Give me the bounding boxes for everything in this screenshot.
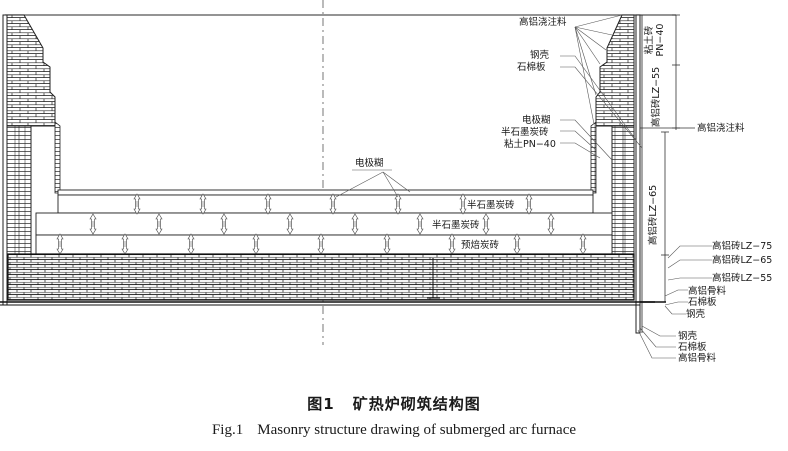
callout-semi-graphite-right: 半石墨炭砖 xyxy=(501,126,549,138)
leader-lines-upper xyxy=(560,14,643,161)
figure-title-en: Masonry structure drawing of submerged a… xyxy=(257,422,577,438)
semi-graphite-lower-layer xyxy=(35,212,613,236)
dim-lz55-label: 高铝砖LZ−55 xyxy=(650,67,662,127)
figure-caption-en: Fig.1 Masonry structure drawing of submer… xyxy=(0,422,788,439)
inner-semi-graphite-upper-label: 半石墨炭砖 xyxy=(467,199,515,211)
hearth-layers xyxy=(0,189,655,306)
callout-asbestos-top: 石棉板 xyxy=(517,61,546,73)
furnace-masonry-diagram: 粘土砖 PN−40 高铝砖LZ−55 高铝砖LZ−65 高铝浇注料 高铝浇注料 … xyxy=(0,0,772,364)
callout-lz55: 高铝砖LZ−55 xyxy=(712,272,772,284)
left-wall xyxy=(2,14,61,306)
callout-aggregate: 高铝骨料 xyxy=(688,285,727,297)
callout-bottom-shell: 钢壳 xyxy=(678,330,698,342)
electrode-paste-layer xyxy=(57,189,594,196)
figure-title-cn: 矿热炉砌筑结构图 xyxy=(352,395,481,413)
callout-lz65: 高铝砖LZ−65 xyxy=(712,254,772,266)
callout-clay-pn40: 粘土PN−40 xyxy=(504,138,556,150)
dim-clay-brick-label-2: PN−40 xyxy=(655,24,666,57)
bottom-brick-layer xyxy=(7,253,635,301)
callout-bottom-aggregate: 高铝骨料 xyxy=(678,352,717,364)
dim-castable-label: 高铝浇注料 xyxy=(697,122,745,134)
leader-lines-lower xyxy=(637,245,712,359)
callout-lz75: 高铝砖LZ−75 xyxy=(712,240,772,252)
figure-caption-cn: 图1 矿热炉砌筑结构图 xyxy=(0,393,788,414)
figure-number-en: Fig.1 xyxy=(211,422,244,438)
callout-shell-lower: 钢壳 xyxy=(686,308,706,320)
callout-castable-top: 高铝浇注料 xyxy=(519,16,567,28)
figure-number-cn: 图1 xyxy=(307,395,335,413)
callout-electrode-paste-right: 电极糊 xyxy=(522,114,551,126)
dim-lz65-label: 高铝砖LZ−65 xyxy=(647,185,659,245)
leader-lines-paste xyxy=(335,169,411,198)
callout-steel-shell-top: 钢壳 xyxy=(530,49,550,61)
callout-bottom-asbestos: 石棉板 xyxy=(678,341,707,353)
dimension-column xyxy=(640,14,695,302)
inner-prebaked-carbon-label: 预焙炭砖 xyxy=(461,239,500,251)
callout-asbestos-lower: 石棉板 xyxy=(688,296,717,308)
inner-semi-graphite-lower-label: 半石墨炭砖 xyxy=(432,219,480,231)
dim-clay-brick-label-1: 粘土砖 xyxy=(643,25,655,54)
inner-electrode-paste-label: 电极糊 xyxy=(355,157,384,169)
